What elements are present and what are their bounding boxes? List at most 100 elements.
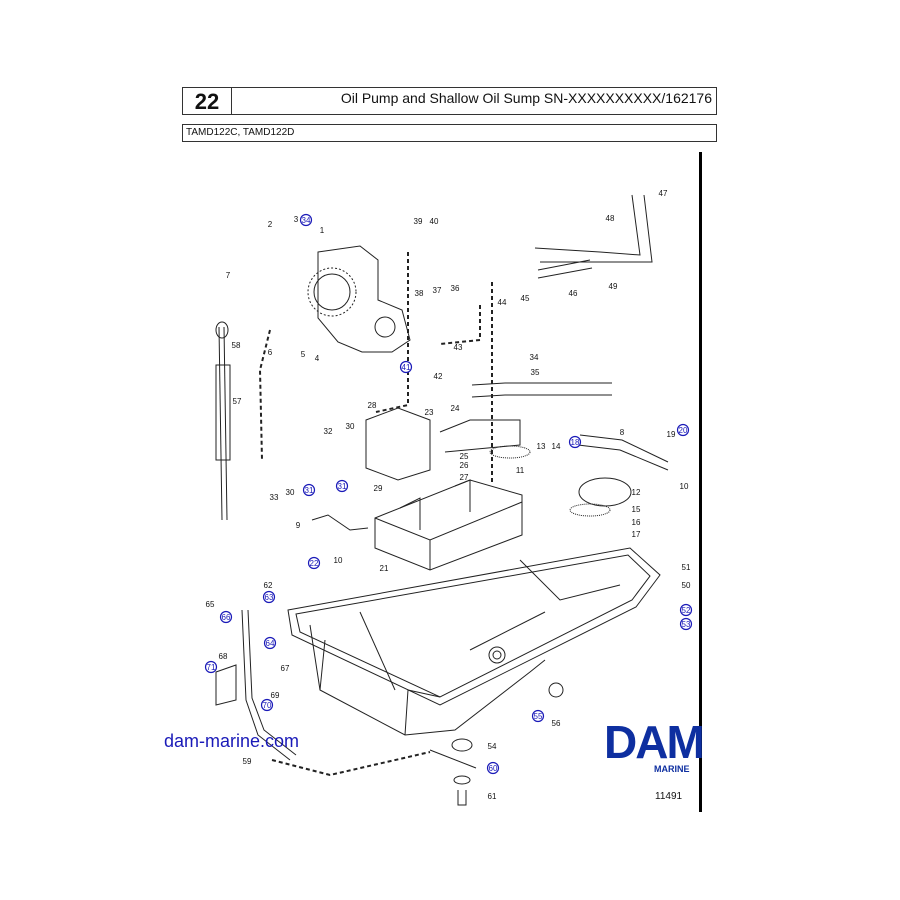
callout-circle [263, 636, 277, 650]
brackets [311, 434, 669, 531]
callout-label: 17 [632, 530, 641, 539]
page-title: Oil Pump and Shallow Oil Sump SN-XXXXXXX… [340, 90, 712, 106]
callout-label: 2 [268, 220, 273, 229]
dipstick [215, 321, 231, 521]
callout-60-circled: 60 [486, 761, 500, 775]
callout-29: 29 [374, 484, 383, 493]
callout-34-circled: 34 [299, 213, 313, 227]
callout-41-circled: 41 [399, 360, 413, 374]
callout-20-circled: 20 [676, 423, 690, 437]
page-header: 22 Oil Pump and Shallow Oil Sump SN-XXXX… [182, 87, 717, 115]
callout-label: 10 [680, 482, 689, 491]
callout-label: 14 [552, 442, 561, 451]
callout-label: 1 [320, 226, 325, 235]
callout-label: 66 [222, 613, 231, 622]
callout-label: 20 [679, 426, 688, 435]
callout-label: 29 [374, 484, 383, 493]
callout-label: 45 [521, 294, 530, 303]
callout-38: 38 [415, 289, 424, 298]
callout-label: 41 [402, 363, 411, 372]
dipstick-tube [215, 609, 297, 761]
callout-label: 31 [338, 482, 347, 491]
oil-strainer [489, 445, 632, 517]
oil-sump-pan [287, 547, 661, 736]
callout-9: 9 [296, 521, 301, 530]
callout-label: 65 [206, 600, 215, 609]
callout-55-circled: 55 [531, 709, 545, 723]
callout-1: 1 [320, 226, 325, 235]
callout-label: 50 [682, 581, 691, 590]
callout-label: 13 [537, 442, 546, 451]
callout-label: 34 [302, 216, 311, 225]
callout-label: 54 [488, 742, 497, 751]
vertical-rule [699, 152, 702, 812]
callout-label: 67 [281, 664, 290, 673]
callout-label: 9 [296, 521, 301, 530]
callout-label: 39 [414, 217, 423, 226]
callout-39: 39 [414, 217, 423, 226]
callout-label: 64 [266, 639, 275, 648]
callout-11: 11 [516, 466, 525, 475]
callout-18-circled: 18 [568, 435, 582, 449]
callout-label: 22 [310, 559, 319, 568]
callout-48: 48 [606, 214, 615, 223]
callout-62: 62 [264, 581, 273, 590]
callout-label: 68 [219, 652, 228, 661]
callout-13: 13 [537, 442, 546, 451]
callout-circle [307, 556, 321, 570]
logo-word: DAM [604, 716, 705, 768]
callout-label: 31 [305, 486, 314, 495]
callout-19: 19 [667, 430, 676, 439]
callout-label: 27 [460, 473, 469, 482]
callout-21: 21 [380, 564, 389, 573]
strainer-housing [374, 479, 523, 571]
callout-label: 43 [454, 343, 463, 352]
callout-label: 56 [552, 719, 561, 728]
callout-label: 19 [667, 430, 676, 439]
callout-52-circled: 52 [679, 603, 693, 617]
logo-sub: MARINE [654, 764, 690, 774]
callout-53-circled: 53 [679, 617, 693, 631]
callout-59: 59 [243, 757, 252, 766]
callout-label: 48 [606, 214, 615, 223]
website-link[interactable]: dam-marine.com [164, 731, 300, 751]
callout-label: 33 [270, 493, 279, 502]
callout-10: 10 [334, 556, 343, 565]
callout-label: 6 [268, 348, 273, 357]
callout-46: 46 [569, 289, 578, 298]
callout-label: 7 [226, 271, 231, 280]
callout-64-circled: 64 [263, 636, 277, 650]
callout-label: 4 [315, 354, 320, 363]
callout-23: 23 [425, 408, 434, 417]
suction-pipe [534, 194, 653, 279]
callout-32: 32 [324, 427, 333, 436]
callout-circle [486, 761, 500, 775]
oil-pump [307, 245, 411, 353]
callout-circle [260, 698, 274, 712]
callout-61: 61 [488, 792, 497, 801]
callout-label: 53 [682, 620, 691, 629]
callout-circle [568, 435, 582, 449]
callout-label: 61 [488, 792, 497, 801]
callout-label: 11 [516, 466, 525, 475]
callout-label: 55 [534, 712, 543, 721]
callout-14: 14 [552, 442, 561, 451]
callout-31-circled: 31 [302, 483, 316, 497]
callout-51: 51 [682, 563, 691, 572]
callout-4: 4 [315, 354, 320, 363]
callout-27: 27 [460, 473, 469, 482]
callout-34: 34 [530, 353, 539, 362]
callout-label: 70 [263, 701, 272, 710]
callout-16: 16 [632, 518, 641, 527]
callout-label: 3 [294, 215, 299, 224]
callout-45: 45 [521, 294, 530, 303]
callout-label: 8 [620, 428, 625, 437]
callout-label: 23 [425, 408, 434, 417]
callout-label: 34 [530, 353, 539, 362]
callout-24: 24 [451, 404, 460, 413]
callout-69: 69 [271, 691, 280, 700]
callout-circle [219, 610, 233, 624]
callout-67: 67 [281, 664, 290, 673]
